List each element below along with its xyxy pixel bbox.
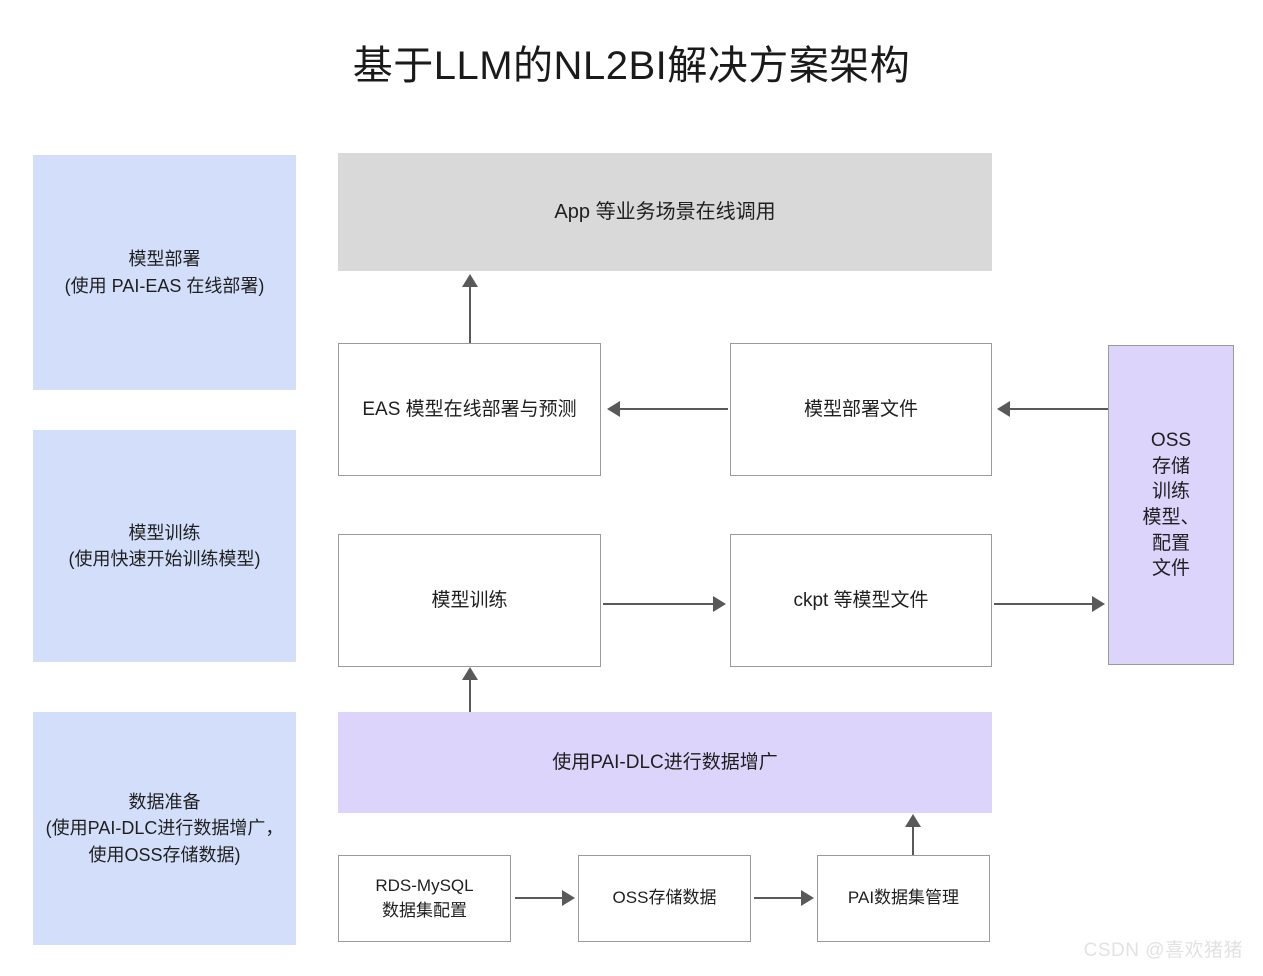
stage-band-label: 模型部署 (使用 PAI-EAS 在线部署) [64,249,265,296]
edge-oss-to-deployfiles-arrowhead [997,401,1010,417]
node-oss-data: OSS存储数据 [578,855,751,942]
edge-dlc-to-training-arrowhead [462,667,478,680]
edge-dlc-to-training-line [469,678,471,714]
edge-eas-to-app-line [469,285,471,343]
edge-training-to-ckpt-arrowhead [713,596,726,612]
node-label: 使用PAI-DLC进行数据增广 [552,751,778,773]
node-label: 模型部署文件 [803,398,918,420]
node-label: ckpt 等模型文件 [793,589,929,611]
node-pai-dataset: PAI数据集管理 [817,855,990,942]
stage-band-model-train: 模型训练 (使用快速开始训练模型) [33,430,296,662]
edge-paidataset-to-dlc-line [912,825,914,858]
edge-deployfiles-to-eas-line [620,408,728,410]
node-dlc-augment-bar: 使用PAI-DLC进行数据增广 [338,712,992,813]
edge-oss-to-deployfiles-line [1010,408,1108,410]
edge-paidataset-to-dlc-arrowhead [905,814,921,827]
edge-training-to-ckpt-line [603,603,713,605]
node-label: OSS存储数据 [612,888,717,908]
node-label: OSS 存储 训练 模型、 配置 文件 [1142,430,1200,580]
stage-band-label: 模型训练 (使用快速开始训练模型) [68,522,261,569]
node-label: EAS 模型在线部署与预测 [362,398,577,420]
edge-eas-to-app-arrowhead [462,274,478,287]
node-label: PAI数据集管理 [847,888,960,908]
edge-ckpt-to-oss-line [994,603,1092,605]
node-label: RDS-MySQL 数据集配置 [375,875,474,920]
edge-ossdata-to-paidataset-arrowhead [801,890,814,906]
stage-band-label: 数据准备 (使用PAI-DLC进行数据增广，使用OSS存储数据) [45,792,284,865]
node-rds-mysql: RDS-MySQL 数据集配置 [338,855,511,942]
stage-band-model-deploy: 模型部署 (使用 PAI-EAS 在线部署) [33,155,296,390]
page-title: 基于LLM的NL2BI解决方案架构 [352,44,911,88]
node-ckpt-files: ckpt 等模型文件 [730,534,992,667]
edge-ossdata-to-paidataset-line [754,897,801,899]
stage-band-data-prep: 数据准备 (使用PAI-DLC进行数据增广，使用OSS存储数据) [33,712,296,945]
edge-ckpt-to-oss-arrowhead [1092,596,1105,612]
node-deploy-files: 模型部署文件 [730,343,992,476]
node-oss-storage: OSS 存储 训练 模型、 配置 文件 [1108,345,1234,665]
edge-deployfiles-to-eas-arrowhead [607,401,620,417]
node-model-training: 模型训练 [338,534,601,667]
node-label: App 等业务场景在线调用 [554,200,776,223]
node-eas-serving: EAS 模型在线部署与预测 [338,343,601,476]
watermark: CSDN @喜欢猪猪 [1083,940,1243,961]
node-app-business-bar: App 等业务场景在线调用 [338,153,992,271]
node-label: 模型训练 [431,589,508,611]
edge-rds-to-ossdata-arrowhead [562,890,575,906]
edge-rds-to-ossdata-line [515,897,562,899]
